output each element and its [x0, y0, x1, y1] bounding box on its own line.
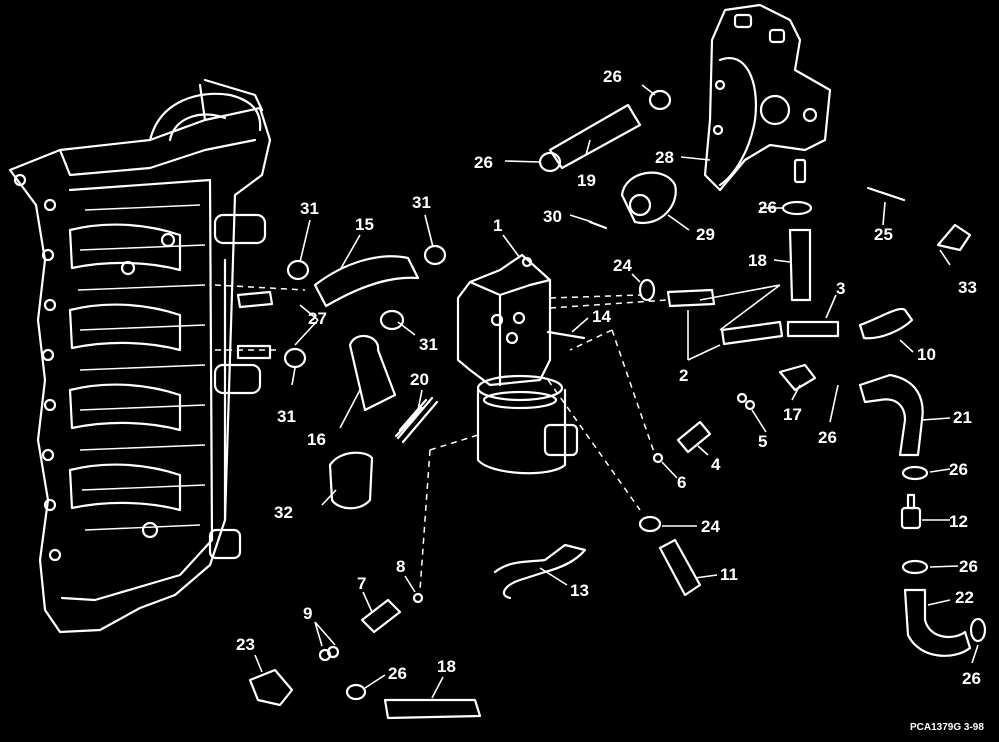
- dashed-alignment-lines: [214, 284, 669, 591]
- callout-4: 4: [711, 455, 721, 474]
- callout-31-center: 31: [419, 335, 438, 354]
- callout-26-upper-right: 26: [758, 198, 777, 217]
- callout-8: 8: [396, 557, 405, 576]
- callout-14: 14: [592, 307, 611, 326]
- callout-18-right: 18: [748, 251, 767, 270]
- callout-5: 5: [758, 432, 767, 451]
- hoses-and-fittings-drawing: [236, 89, 987, 720]
- callout-28: 28: [655, 148, 674, 167]
- callout-33: 33: [958, 278, 977, 297]
- callout-26-right-2: 26: [959, 557, 978, 576]
- callout-11: 11: [720, 565, 738, 584]
- callout-23: 23: [236, 635, 255, 654]
- callout-13: 13: [570, 581, 589, 600]
- callout-1: 1: [493, 216, 502, 235]
- callout-18-bottom: 18: [437, 657, 456, 676]
- callout-22: 22: [955, 588, 974, 607]
- callout-9: 9: [303, 604, 312, 623]
- callout-31-center-top: 31: [412, 193, 431, 212]
- callout-24-top: 24: [613, 256, 632, 275]
- callout-10: 10: [917, 345, 936, 364]
- callout-17: 17: [783, 405, 802, 424]
- callout-26-bottom: 26: [388, 664, 407, 683]
- callout-16: 16: [307, 430, 326, 449]
- callout-2: 2: [679, 366, 688, 385]
- callout-26-top: 26: [603, 67, 622, 86]
- callout-21: 21: [953, 408, 972, 427]
- callout-32: 32: [274, 503, 293, 522]
- callout-31-left-top: 31: [300, 199, 319, 218]
- callout-15: 15: [355, 215, 374, 234]
- leader-lines: [254, 84, 979, 699]
- callout-20: 20: [410, 370, 429, 389]
- callout-12: 12: [949, 512, 968, 531]
- callout-7: 7: [357, 574, 366, 593]
- cylinder-block-drawing: [8, 78, 272, 634]
- callout-24-bottom: 24: [701, 517, 720, 536]
- callout-29: 29: [696, 225, 715, 244]
- callout-labels: 1 2 3 4 5 6 7 8 9 10 11 12 13 14 15 16 1…: [236, 67, 984, 733]
- callout-27: 27: [308, 309, 327, 328]
- callout-3: 3: [836, 279, 845, 298]
- pump-assembly-drawing: [456, 253, 579, 475]
- callout-26-right-1: 26: [949, 460, 968, 479]
- callout-25: 25: [874, 225, 893, 244]
- callout-26-left: 26: [474, 153, 493, 172]
- callout-31-left-bottom: 31: [277, 407, 296, 426]
- callout-6: 6: [677, 473, 686, 492]
- callout-19: 19: [577, 171, 596, 190]
- callout-30: 30: [543, 207, 562, 226]
- callout-26-right-3: 26: [962, 669, 981, 688]
- callout-26-mid-right: 26: [818, 428, 837, 447]
- figure-code: PCA1379G 3-98: [910, 722, 984, 733]
- fuel-pump-drawing: [703, 3, 832, 192]
